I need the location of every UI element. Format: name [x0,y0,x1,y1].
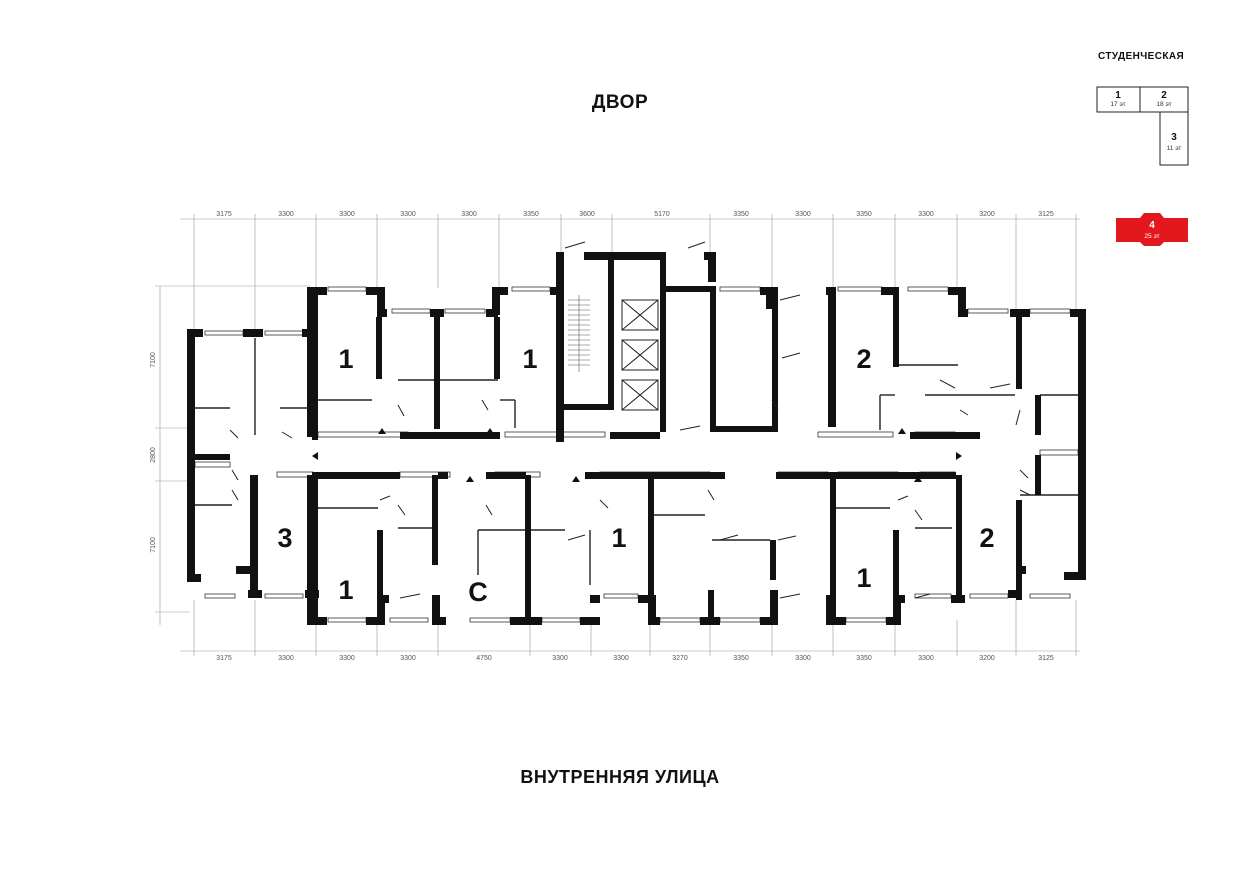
dim-top: 3175 [216,211,232,218]
dim-top: 3300 [795,211,811,218]
dim-bottom: 3300 [552,655,568,662]
key-section-4-number: 4 [1149,220,1155,231]
dim-bottom: 3350 [856,655,872,662]
dim-bottom: 3200 [979,655,995,662]
dimensions-left: 7100 2800 7100 [150,352,157,553]
key-section-2-floors: 18 эт [1156,101,1171,108]
dim-top: 3300 [400,211,416,218]
dim-top: 3350 [733,211,749,218]
key-section-1-number: 1 [1115,90,1121,101]
dim-bottom: 3300 [339,655,355,662]
dim-left: 2800 [150,447,157,463]
dim-top: 3300 [461,211,477,218]
dim-left: 7100 [150,352,157,368]
key-plan-street-label: СТУДЕНЧЕСКАЯ [1098,51,1185,62]
dim-left: 7100 [150,537,157,553]
key-section-4-floors: 25 эт [1144,233,1159,240]
dim-bottom: 3270 [672,655,688,662]
entrance-arrows [312,428,962,482]
unit-label: 2 [856,344,871,374]
dim-bottom: 3125 [1038,655,1054,662]
dimensions-bottom: 3175 3300 3300 3300 4750 3300 3300 3270 … [216,655,1054,662]
key-section-1[interactable]: 1 17 эт [1096,86,1141,113]
interior-partitions [195,338,1080,585]
dim-bottom: 3300 [278,655,294,662]
unit-label: 1 [338,344,353,374]
courtyard-label: ДВОР [591,92,649,113]
dim-bottom: 3300 [400,655,416,662]
dim-bottom: 4750 [476,655,492,662]
unit-label: 3 [277,523,292,553]
dim-top: 3350 [856,211,872,218]
dim-bottom: 3300 [613,655,629,662]
key-section-3-number: 3 [1171,132,1177,143]
dimensions-top: 3175 3300 3300 3300 3300 3350 3600 5170 … [216,211,1054,218]
key-section-3[interactable]: 3 11 эт [1159,111,1189,166]
unit-label: C [468,577,488,607]
dim-top: 3300 [278,211,294,218]
apartment-labels: 1 1 2 3 1 C 1 1 2 [277,344,994,607]
dim-bottom: 3350 [733,655,749,662]
key-section-2-number: 2 [1161,90,1167,101]
dimension-lines [155,214,1080,656]
unit-label: 1 [856,563,871,593]
dim-bottom: 3300 [918,655,934,662]
staircase [568,295,590,372]
street-label: ВНУТРЕННЯЯ УЛИЦА [520,767,720,787]
structural-walls [187,252,1086,625]
unit-label: 2 [979,523,994,553]
dim-top: 3300 [339,211,355,218]
key-section-4[interactable]: 4 25 эт [1116,213,1188,246]
unit-label: 1 [522,344,537,374]
door-swings [229,241,1031,599]
dim-top: 3125 [1038,211,1054,218]
window-strips [194,286,1079,623]
elevator-shafts [621,299,659,411]
dim-top: 3350 [523,211,539,218]
key-section-2[interactable]: 2 18 эт [1139,86,1189,113]
dim-top: 3600 [579,211,595,218]
dim-top: 3200 [979,211,995,218]
key-plan: 1 17 эт 2 18 эт 3 11 эт 4 25 эт [1096,86,1189,246]
dim-bottom: 3175 [216,655,232,662]
key-section-3-floors: 11 эт [1167,145,1182,152]
unit-label: 1 [338,575,353,605]
key-section-1-floors: 17 эт [1110,101,1125,108]
dim-bottom: 3300 [795,655,811,662]
dim-top: 3300 [918,211,934,218]
dim-top: 5170 [654,211,670,218]
unit-label: 1 [611,523,626,553]
